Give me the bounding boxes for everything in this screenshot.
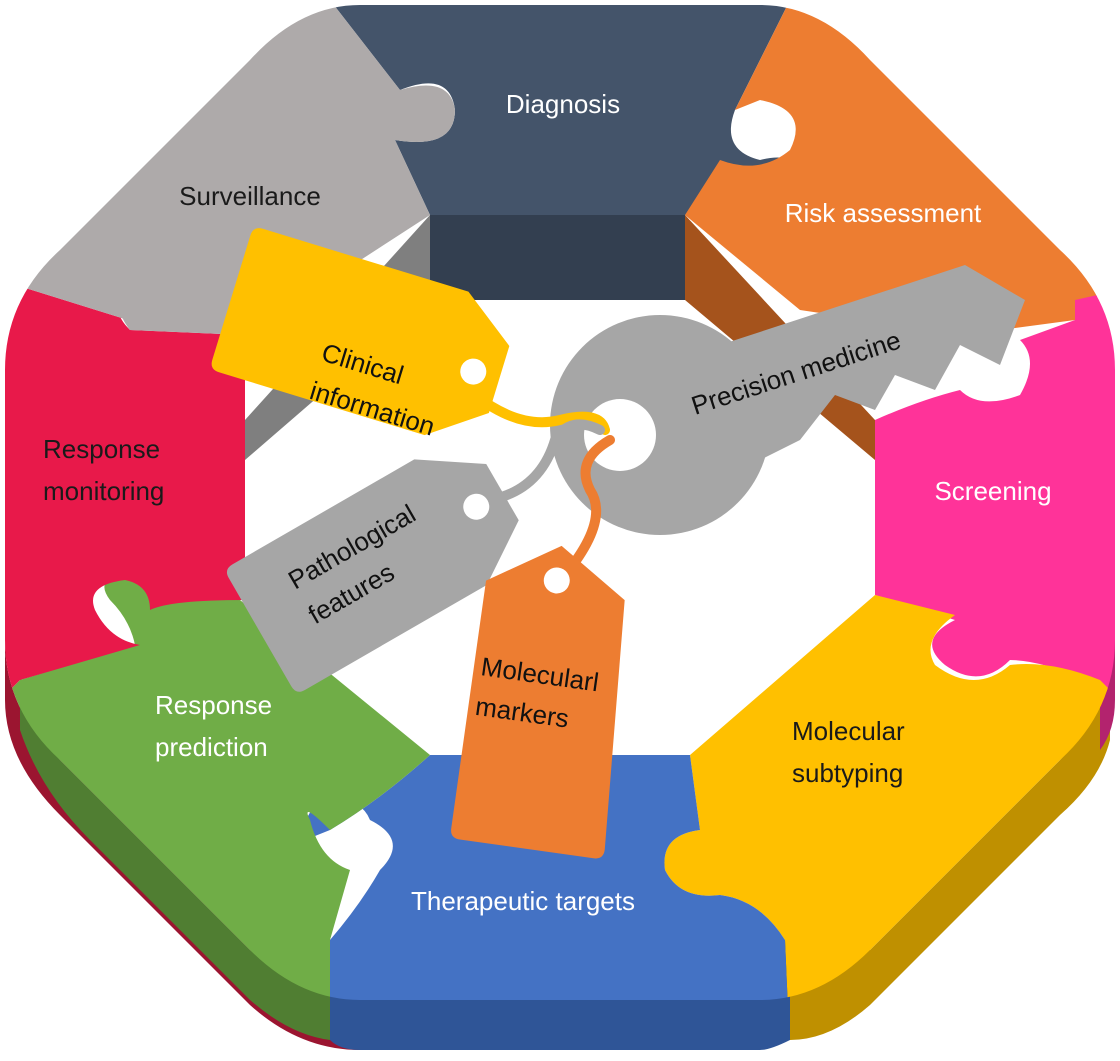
- segment-label-response-monitoring-line-2: monitoring: [43, 476, 164, 506]
- segment-label-response-prediction-line-1: Response: [155, 690, 272, 720]
- tag-clinical-shape: [211, 228, 510, 436]
- segment-therapeutic-targets: [304, 755, 790, 1000]
- string-molecular: [560, 435, 615, 580]
- segment-label-therapeutic-targets: Therapeutic targets: [411, 886, 635, 916]
- segment-label-molecular-subtyping-line-1: Molecular: [792, 716, 905, 746]
- segment-label-surveillance: Surveillance: [179, 181, 321, 211]
- inner-wall-top: [430, 215, 685, 300]
- tag-strings: [470, 390, 615, 580]
- segment-diagnosis: [330, 5, 800, 215]
- segment-label-molecular-subtyping-line-2: subtyping: [792, 758, 903, 788]
- segment-label-response-monitoring-line-1: Response: [43, 434, 160, 464]
- tag-molecular-shape: [451, 545, 625, 859]
- segment-screening: [875, 290, 1115, 700]
- tag-molecular-hole: [543, 567, 570, 594]
- precision-medicine-key: Precision medicine: [550, 265, 1025, 535]
- base-green: [20, 670, 330, 1040]
- segment-label-response-prediction-line-2: prediction: [155, 732, 268, 762]
- segment-label-risk-assessment: Risk assessment: [785, 198, 982, 228]
- tag-pathological-shape: [226, 459, 519, 692]
- tag-molecular-markers: [451, 545, 625, 859]
- tag-pathological-features: [226, 459, 519, 692]
- key-blade: [720, 265, 1025, 470]
- tag-pathological-hole: [463, 493, 490, 520]
- string-clinical: [470, 390, 610, 435]
- segment-label-diagnosis: Diagnosis: [506, 89, 620, 119]
- segment-response-monitoring: [5, 265, 245, 700]
- segment-label-screening: Screening: [934, 476, 1051, 506]
- key-hole: [584, 399, 656, 471]
- tag-clinical-hole: [460, 358, 487, 385]
- tag-clinical-information: [211, 228, 510, 436]
- string-pathological: [485, 419, 605, 505]
- key-bow: [550, 315, 770, 535]
